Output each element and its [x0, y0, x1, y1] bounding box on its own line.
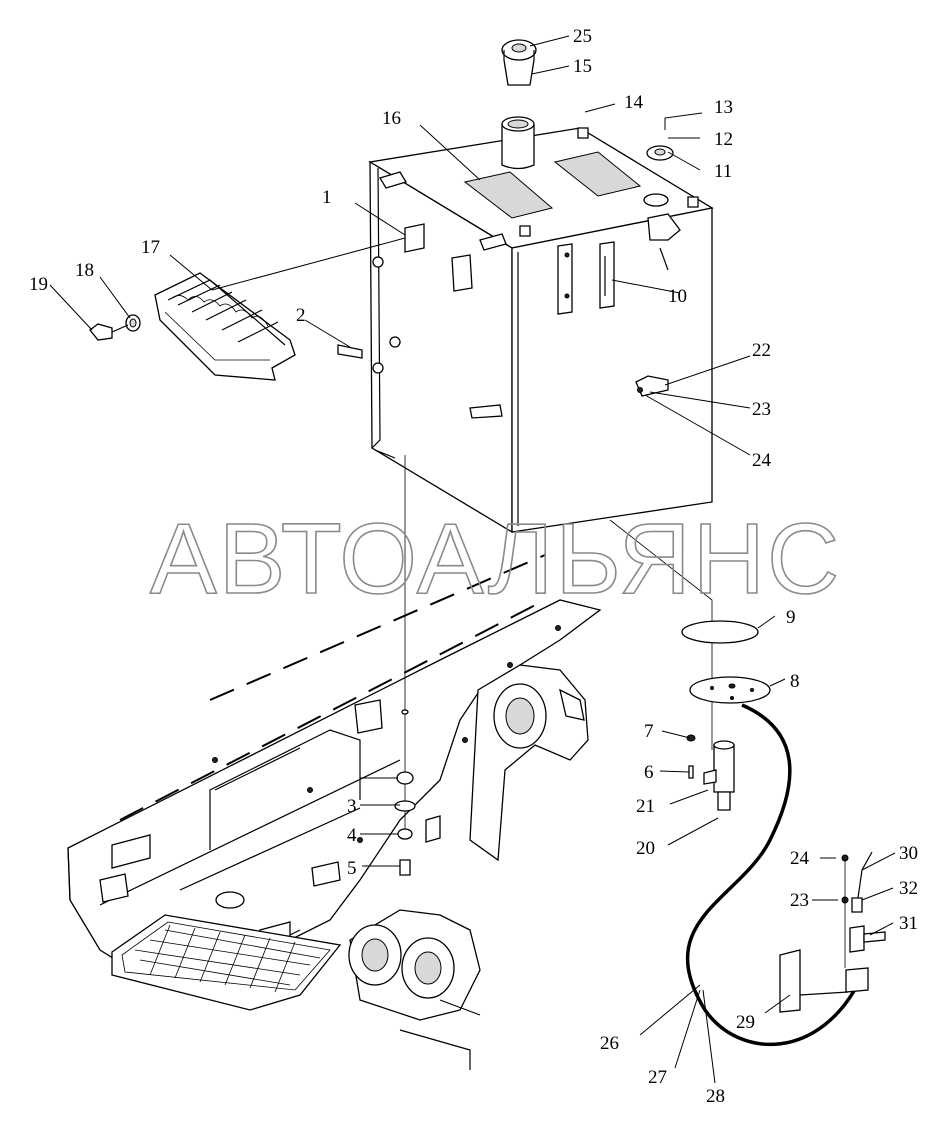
step-assembly — [89, 272, 296, 381]
callout-23-bottom: 23 — [790, 890, 809, 911]
callout-5: 5 — [347, 858, 357, 879]
chassis-frame — [67, 554, 602, 1070]
leader-lines — [49, 35, 896, 1084]
callout-28: 28 — [706, 1086, 725, 1107]
callout-19: 19 — [29, 274, 48, 295]
callout-29: 29 — [736, 1012, 755, 1033]
callout-24-bottom: 24 — [790, 848, 810, 869]
callout-12: 12 — [714, 129, 733, 150]
callout-15: 15 — [573, 56, 592, 77]
callout-26: 26 — [600, 1033, 619, 1054]
callout-6: 6 — [644, 762, 654, 783]
callout-14: 14 — [624, 92, 644, 113]
callout-23-top: 23 — [752, 399, 771, 420]
callout-17: 17 — [141, 237, 160, 258]
callout-2: 2 — [296, 305, 306, 326]
fuel-tank — [337, 39, 714, 534]
callout-labels: 25 15 14 13 12 11 16 1 17 18 19 2 10 22 … — [29, 26, 918, 1107]
callout-21: 21 — [636, 796, 655, 817]
callout-25: 25 — [573, 26, 592, 47]
fuel-line-assembly — [394, 455, 886, 1047]
step-plate-pattern — [134, 924, 321, 993]
callout-9: 9 — [786, 607, 796, 628]
callout-24-top: 24 — [752, 450, 772, 471]
callout-4: 4 — [347, 825, 357, 846]
callout-16: 16 — [382, 108, 401, 129]
callout-11: 11 — [714, 161, 732, 182]
callout-3: 3 — [347, 796, 357, 817]
watermark-text: АВТОАЛЬЯНС — [150, 503, 841, 615]
callout-27: 27 — [648, 1067, 667, 1088]
callout-13: 13 — [714, 97, 733, 118]
callout-32: 32 — [899, 878, 918, 899]
callout-18: 18 — [75, 260, 94, 281]
callout-10: 10 — [668, 286, 687, 307]
callout-8: 8 — [790, 671, 800, 692]
callout-30: 30 — [899, 843, 918, 864]
callout-31: 31 — [899, 913, 918, 934]
callout-20: 20 — [636, 838, 655, 859]
callout-1: 1 — [322, 187, 332, 208]
callout-22: 22 — [752, 340, 771, 361]
callout-7: 7 — [644, 721, 654, 742]
